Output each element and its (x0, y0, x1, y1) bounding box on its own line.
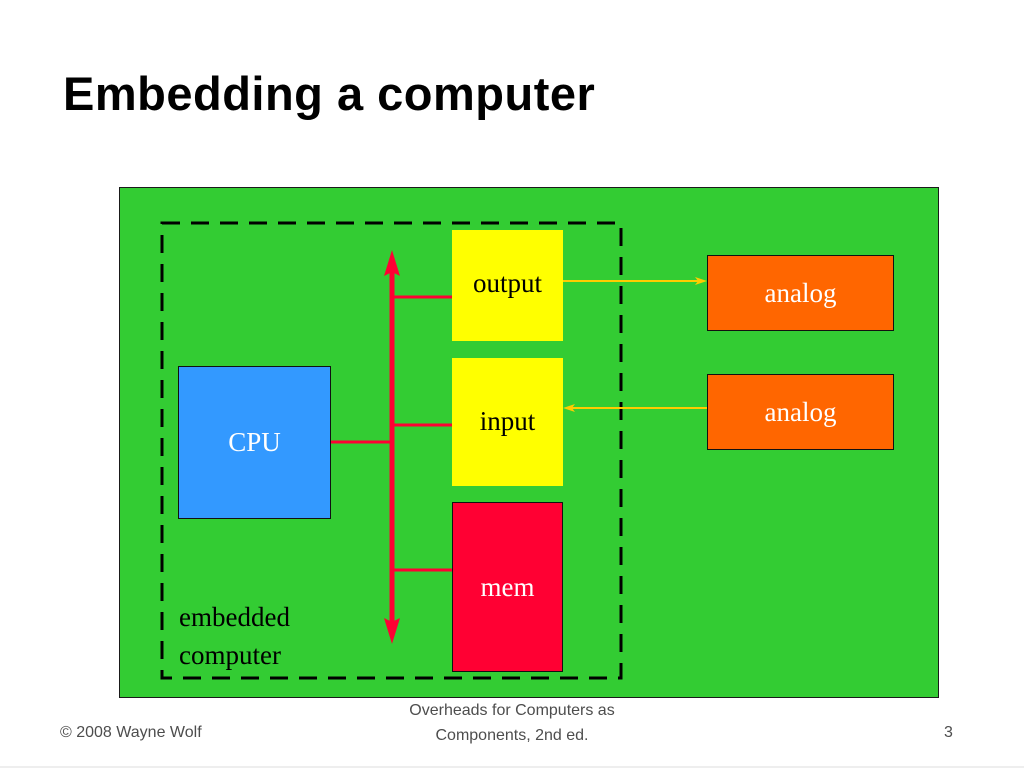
input-label: input (479, 406, 536, 436)
output-arrowhead-icon (695, 277, 707, 285)
embedded-computer-label: embedded computer (179, 598, 290, 674)
analog-input-label: analog (764, 397, 837, 427)
bus-arrow-up-icon (384, 250, 400, 276)
cpu-label: CPU (228, 427, 281, 457)
embedded-computer-label-line1: embedded (179, 602, 290, 632)
embedded-computer-label-line2: computer (179, 640, 281, 670)
diagram-lines (160, 221, 707, 680)
embedded-computer-boundary (160, 221, 623, 680)
cpu-block: CPU (178, 366, 331, 519)
output-label: output (472, 268, 542, 298)
bottom-divider (0, 766, 1024, 768)
analog-output-label: analog (764, 278, 837, 308)
bus-arrow-down-icon (384, 618, 400, 644)
footer-course-title: Overheads for Computers as Components, 2… (362, 698, 662, 748)
memory-label: mem (480, 571, 535, 602)
analog-output-block: analog (707, 255, 894, 331)
input-block: input (452, 358, 563, 486)
footer-course-line1: Overheads for Computers as (409, 702, 615, 719)
memory-block: mem (452, 502, 563, 672)
output-block: output (452, 230, 563, 341)
footer-copyright: © 2008 Wayne Wolf (60, 724, 202, 741)
page-number: 3 (944, 724, 953, 741)
analog-input-block: analog (707, 374, 894, 450)
input-arrowhead-icon (563, 404, 575, 412)
slide-title: Embedding a computer (63, 67, 596, 120)
footer-course-line2: Components, 2nd ed. (435, 727, 589, 744)
embedded-system-diagram: output input mem CPU analog analog embed… (119, 187, 939, 698)
